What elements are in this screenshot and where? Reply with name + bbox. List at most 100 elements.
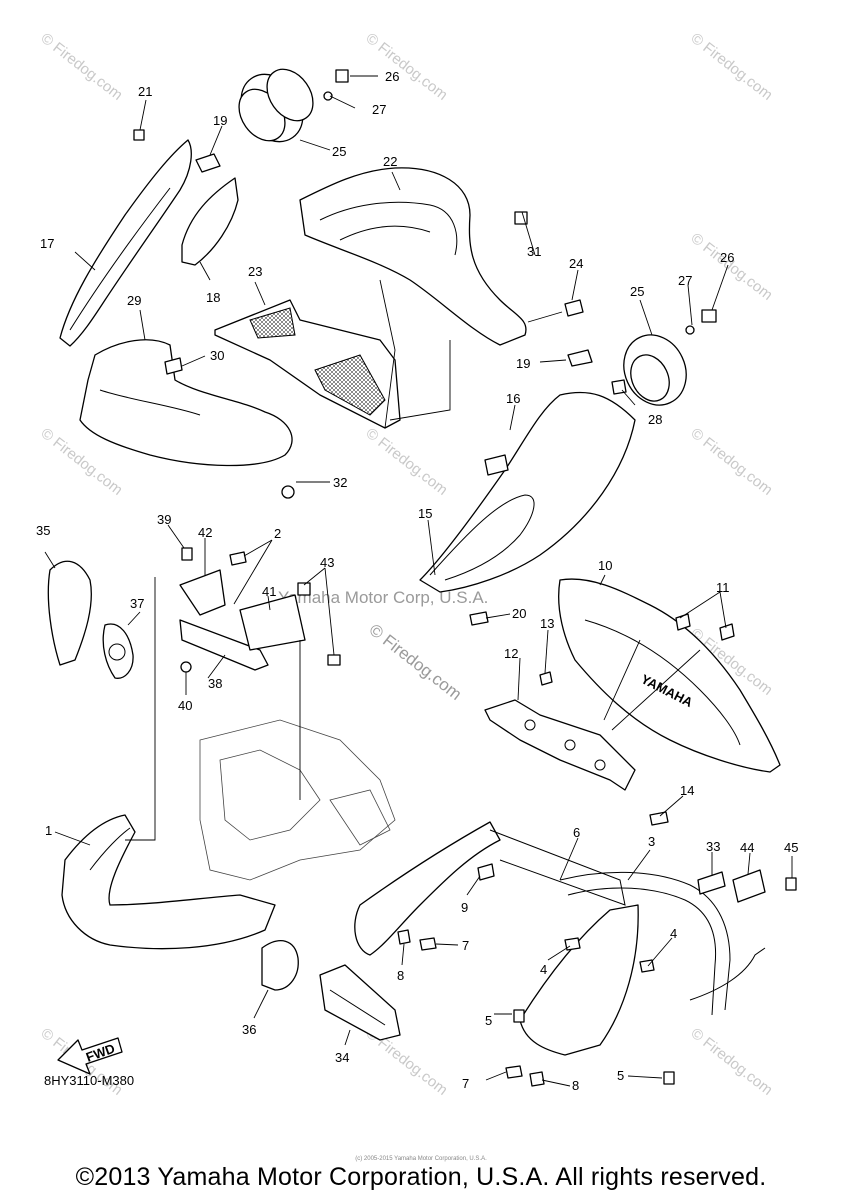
- part-30-clip: [164, 357, 183, 375]
- fwd-arrow-icon: FWD: [57, 1037, 123, 1075]
- part-37-gasket: [102, 623, 134, 679]
- part-29-air-duct: [79, 339, 293, 467]
- part-12-bracket: [484, 699, 636, 791]
- watermark-center: © Firedog.com: [366, 620, 466, 704]
- callout-1: 1: [45, 823, 52, 838]
- watermark: © Firedog.com: [38, 30, 126, 104]
- part-34-boot: [319, 964, 401, 1041]
- part-24-rivet: [564, 299, 584, 317]
- part-42-bracket: [179, 569, 226, 616]
- part-25-grommet-right: [623, 334, 687, 406]
- callout-35: 35: [36, 523, 50, 538]
- callout-22: 22: [383, 154, 397, 169]
- callout-8: 8: [572, 1078, 579, 1093]
- callout-7: 7: [462, 938, 469, 953]
- part-3-lower-cover: [519, 904, 639, 1056]
- callout-45: 45: [784, 840, 798, 855]
- callout-23: 23: [248, 264, 262, 279]
- part-14-screw: [649, 811, 669, 826]
- diagram-code: 8HY3110-M380: [44, 1073, 135, 1088]
- callout-24: 24: [569, 256, 583, 271]
- part-41-bracket: [239, 594, 306, 651]
- part-43-bolt: [327, 654, 341, 666]
- part-2-screw: [229, 551, 247, 566]
- part-33-label: [697, 871, 726, 895]
- callout-34: 34: [335, 1050, 349, 1065]
- callout-17: 17: [40, 236, 54, 251]
- part-38-stay-rod: [179, 619, 269, 671]
- callout-41: 41: [262, 584, 276, 599]
- callout-28: 28: [648, 412, 662, 427]
- part-40-nut: [180, 661, 192, 673]
- part-20-screw: [469, 611, 489, 626]
- callout-44: 44: [740, 840, 754, 855]
- callout-29: 29: [127, 293, 141, 308]
- part-44-bracket: [732, 869, 766, 903]
- part-9-clip: [477, 863, 495, 881]
- part-6-side-cover: [354, 821, 501, 956]
- callout-9: 9: [461, 900, 468, 915]
- callout-26: 26: [720, 250, 734, 265]
- callout-labels: 1 2 3 4 4 5 5 6 7 7 8 8 9 10 11 12 13 14…: [36, 69, 798, 1093]
- callout-8: 8: [397, 968, 404, 983]
- callout-4: 4: [540, 962, 547, 977]
- part-3-frame-rail: [559, 871, 731, 1011]
- callout-25: 25: [630, 284, 644, 299]
- callout-36: 36: [242, 1022, 256, 1037]
- callout-13: 13: [540, 616, 554, 631]
- part-21-bolt: [133, 129, 145, 141]
- callout-6: 6: [573, 825, 580, 840]
- part-7-screw: [419, 937, 437, 951]
- part-19-pad: [195, 153, 221, 173]
- watermark: © Firedog.com: [688, 30, 776, 104]
- part-25-grommet: [238, 68, 314, 143]
- callout-27: 27: [678, 273, 692, 288]
- part-22-inner-cowl: [299, 167, 527, 346]
- watermark: © Firedog.com: [688, 230, 776, 304]
- callout-12: 12: [504, 646, 518, 661]
- callout-3: 3: [648, 834, 655, 849]
- part-18-inner-panel: [181, 177, 239, 266]
- part-39-bolt: [181, 547, 193, 561]
- part-7-screw: [505, 1065, 523, 1079]
- callout-25: 25: [332, 144, 346, 159]
- callout-4: 4: [670, 926, 677, 941]
- callout-5: 5: [485, 1013, 492, 1028]
- callout-31: 31: [527, 244, 541, 259]
- callout-27: 27: [372, 102, 386, 117]
- brand-watermark: Yamaha Motor Corp, U.S.A.: [278, 588, 488, 607]
- callout-16: 16: [506, 391, 520, 406]
- callout-39: 39: [157, 512, 171, 527]
- leader-lines: [44, 75, 793, 1087]
- copyright-notice: ©2013 Yamaha Motor Corporation, U.S.A. A…: [75, 1163, 767, 1191]
- part-32-nut: [281, 485, 295, 499]
- part-31-bolt: [514, 211, 528, 225]
- callout-30: 30: [210, 348, 224, 363]
- part-27-washer: [685, 325, 695, 335]
- copyright-small: (c) 2005-2015 Yamaha Motor Corporation, …: [355, 1156, 487, 1162]
- callout-42: 42: [198, 525, 212, 540]
- part-13-rivet: [539, 671, 553, 686]
- callout-7: 7: [462, 1076, 469, 1091]
- watermark: © Firedog.com: [363, 30, 451, 104]
- callout-43: 43: [320, 555, 334, 570]
- part-11-clip: [719, 623, 735, 641]
- callout-32: 32: [333, 475, 347, 490]
- frame-outline: [199, 719, 396, 881]
- callout-19: 19: [213, 113, 227, 128]
- part-10-lower-panel: [558, 578, 781, 773]
- part-8-nut: [397, 929, 411, 945]
- part-35-mirror-cover: [47, 560, 92, 666]
- callout-5: 5: [617, 1068, 624, 1083]
- part-15-trim: [429, 494, 535, 581]
- part-1-lower-cowl: [61, 814, 276, 950]
- watermark: © Firedog.com: [688, 1025, 776, 1099]
- part-27-washer: [323, 91, 333, 101]
- part-26-bolt: [701, 309, 717, 323]
- watermark: © Firedog.com: [363, 425, 451, 499]
- part-5-bolt: [663, 1071, 675, 1085]
- callout-38: 38: [208, 676, 222, 691]
- callout-10: 10: [598, 558, 612, 573]
- callout-33: 33: [706, 839, 720, 854]
